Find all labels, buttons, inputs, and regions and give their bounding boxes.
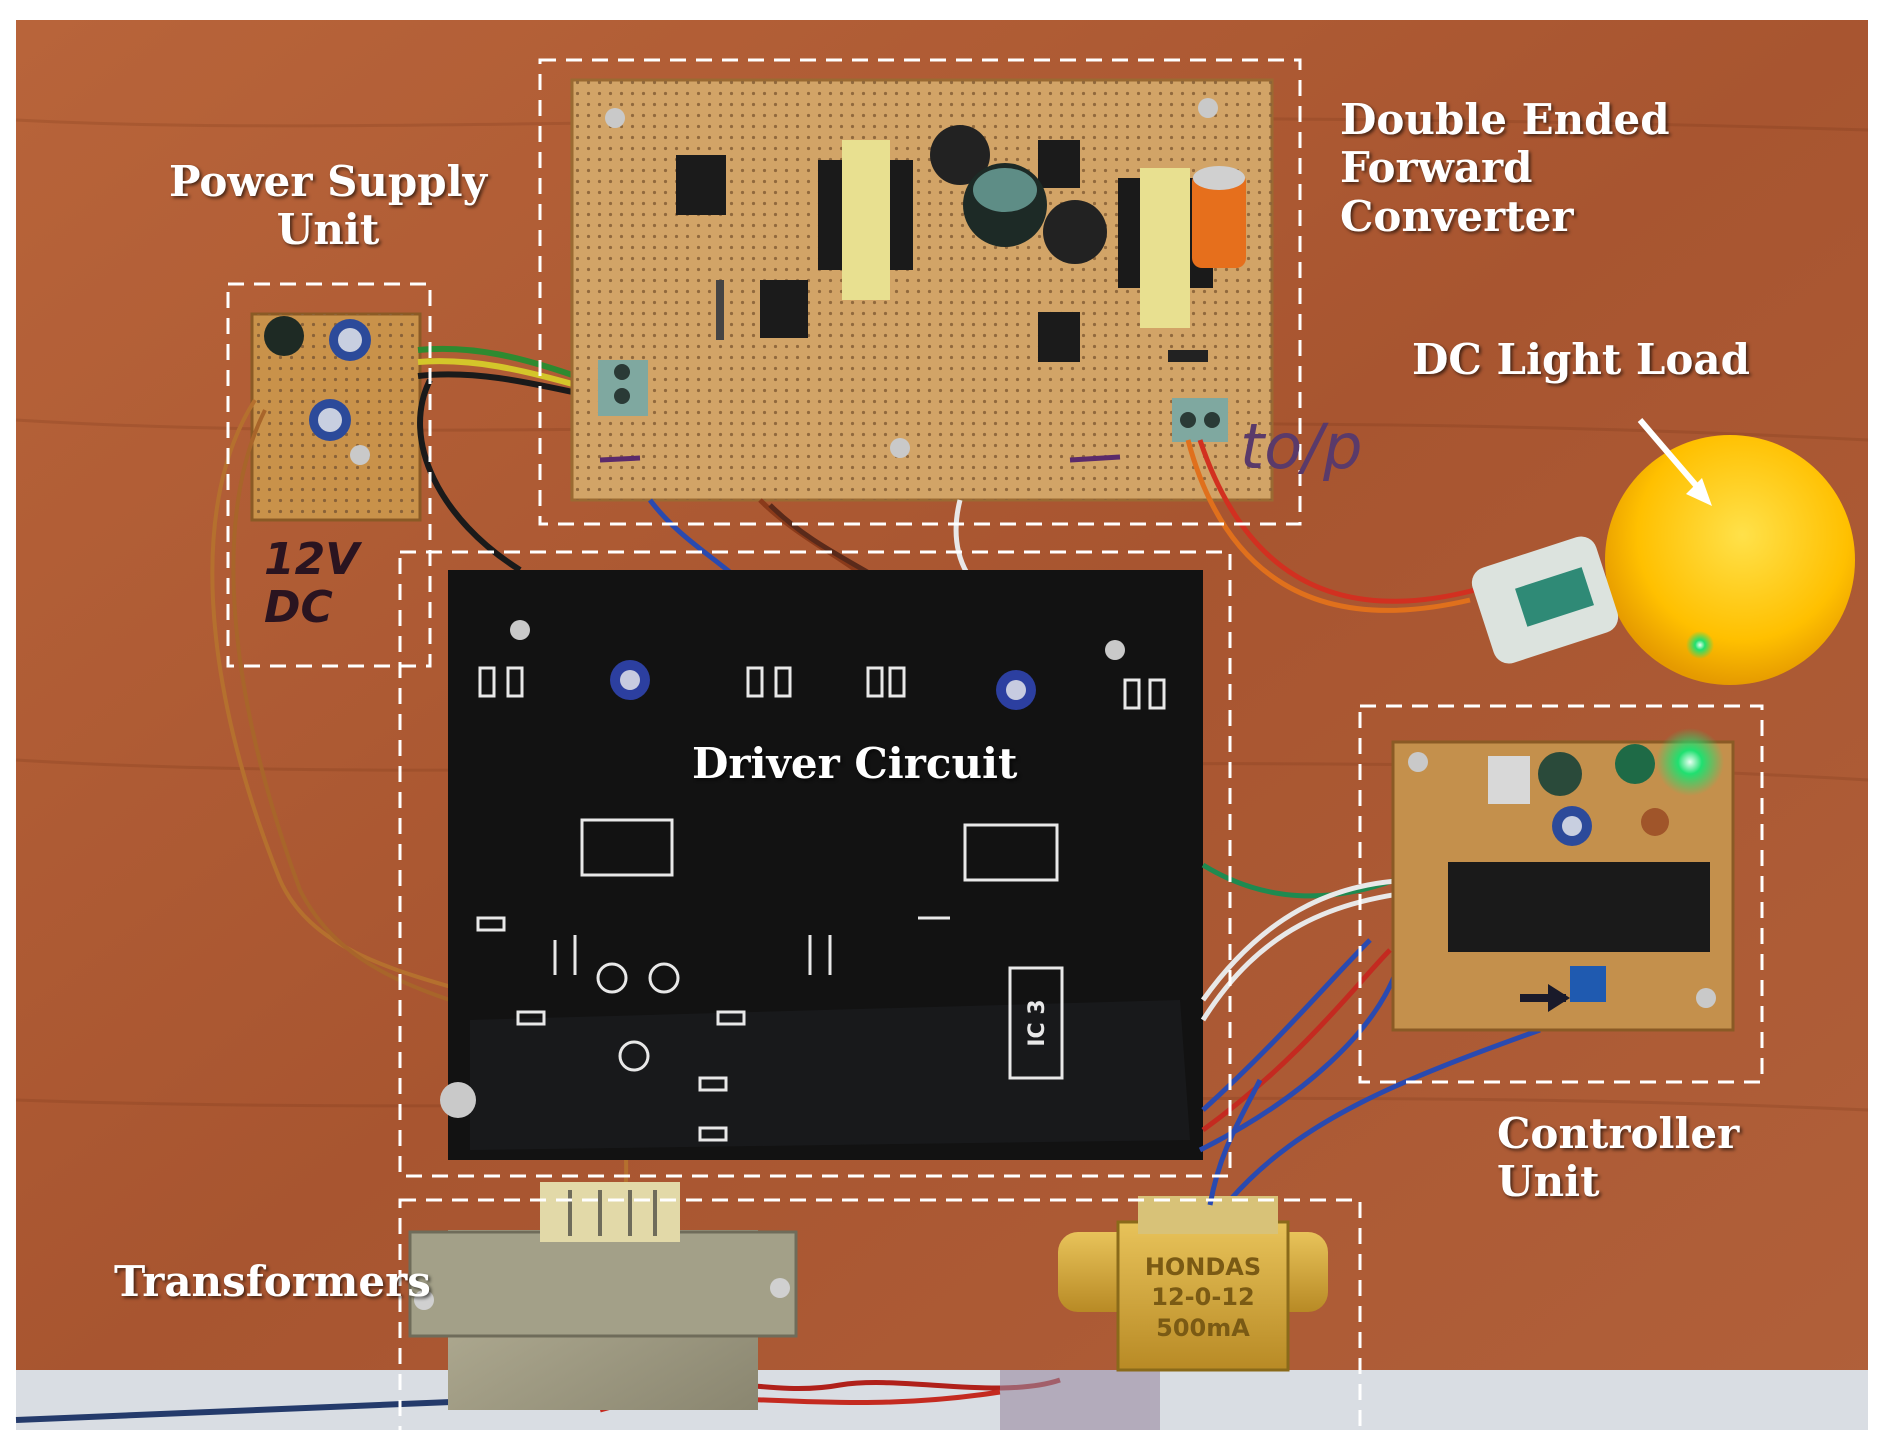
ic3-outline <box>1008 966 1064 1080</box>
driver-board: IC 3 <box>440 570 1203 1160</box>
transformer-left <box>408 1182 798 1410</box>
controller-unit-label: Controller Unit <box>1497 1109 1740 1207</box>
forward-converter-label-line1: Double Ended <box>1340 95 1670 144</box>
transformers-region <box>398 1198 1362 1442</box>
handwritten-12v: 12V <box>264 534 360 585</box>
controller-unit-label-line1: Controller <box>1497 1109 1740 1158</box>
label-arrow <box>1637 418 1703 492</box>
forward-converter-label-line3: Converter <box>1340 191 1574 241</box>
forward-converter-label-line2: Forward <box>1340 143 1533 193</box>
controller-unit-label-line2: Unit <box>1497 1157 1600 1207</box>
region-outlines <box>226 58 1764 1442</box>
transformer-rating-voltage: 12-0-12 <box>1151 1283 1254 1311</box>
power-supply-board <box>250 312 422 522</box>
transformer-rating-current: 500mA <box>1156 1314 1250 1342</box>
dc-light-load-label: DC Light Load <box>1412 335 1751 384</box>
power-supply-label-line2: Unit <box>276 205 380 255</box>
ic3-silkscreen: IC 3 <box>1025 999 1050 1046</box>
controller-board <box>1391 728 1735 1032</box>
transformers-label: Transformers <box>114 1257 431 1306</box>
controller-region <box>1358 704 1764 1084</box>
psu-region <box>226 282 432 668</box>
handwritten-dc: DC <box>264 582 333 634</box>
ferrite-transformer <box>818 140 913 300</box>
transformer-rating-brand: HONDAS <box>1145 1253 1261 1281</box>
transformer-right: HONDAS 12-0-12 500mA <box>1058 1078 1328 1372</box>
handwritten-output: to/p <box>1240 410 1363 483</box>
handwritten-12v-dc: 12V DC <box>264 534 360 634</box>
power-supply-label: Power Supply Unit <box>168 157 488 255</box>
driver-circuit-label: Driver Circuit <box>692 739 1018 788</box>
converter-region <box>538 58 1302 526</box>
forward-converter-label: Double Ended Forward Converter <box>1340 95 1720 241</box>
power-supply-label-line1: Power Supply <box>168 157 488 206</box>
capacitor <box>264 316 304 356</box>
forward-converter-board <box>570 78 1274 502</box>
dc-light-bulb <box>1471 435 1855 685</box>
mosfet <box>676 155 726 215</box>
